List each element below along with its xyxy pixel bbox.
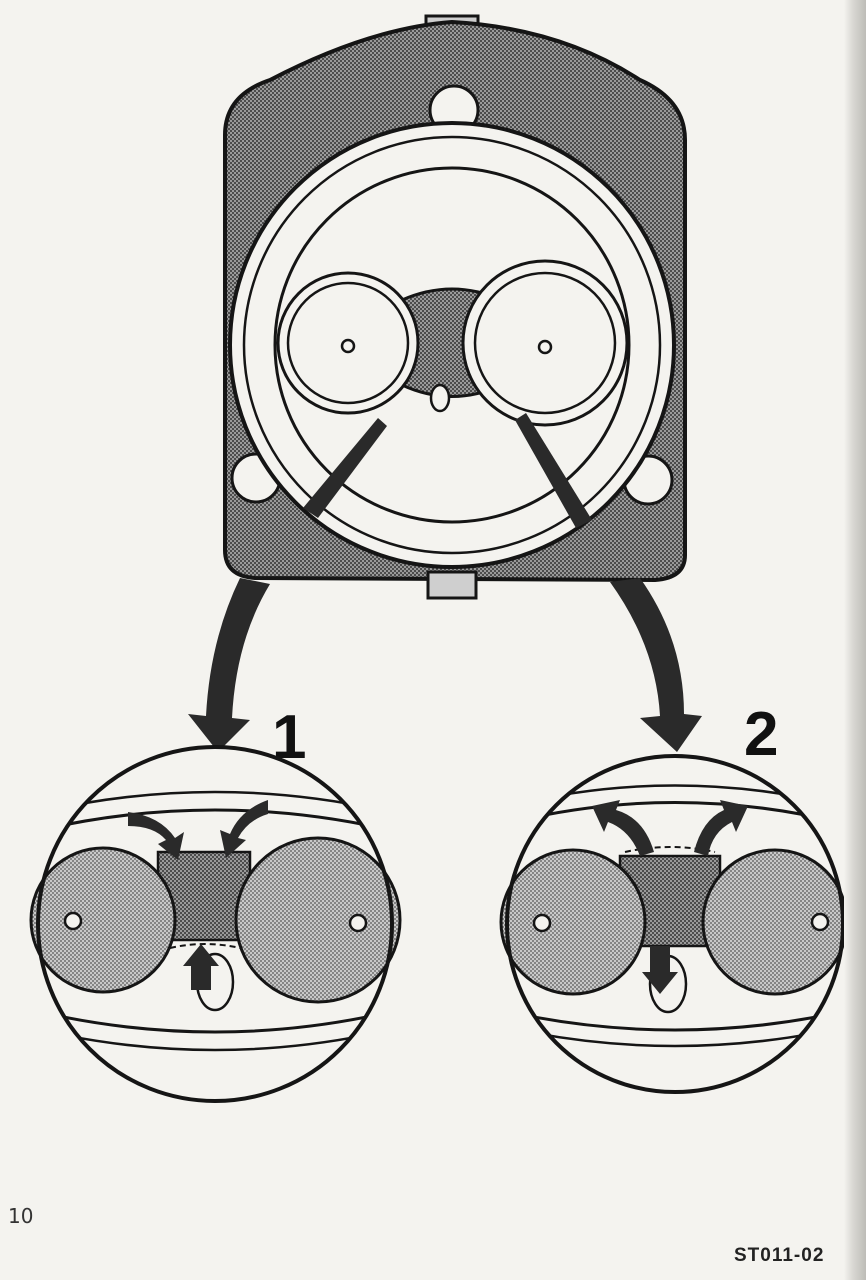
- inflow-arrow-up: [183, 944, 219, 990]
- detail-2-frame: [505, 754, 845, 1094]
- right-rotor-pin: [537, 339, 553, 355]
- pump-housing: [223, 14, 687, 600]
- inflow-arrow-left: [128, 812, 184, 860]
- inflow-arrow-right: [220, 800, 268, 858]
- left-rotor-detail-2: [499, 848, 647, 996]
- transition-arrows: 1 2: [188, 578, 778, 772]
- right-transition-arrow: [610, 578, 702, 752]
- left-pointer: [303, 418, 387, 518]
- page-edge-shadow: [844, 0, 866, 1280]
- inner-ring: [242, 135, 662, 555]
- left-rotor-detail-1: [29, 846, 177, 994]
- detail-view-2: [499, 754, 849, 1094]
- left-transition-arrow: [188, 578, 270, 752]
- bottom-tab: [426, 570, 478, 600]
- left-rotor-pin: [340, 338, 356, 354]
- right-pointer: [515, 413, 592, 528]
- detail-view-1: [29, 745, 402, 1103]
- outflow-arrow-right: [694, 800, 748, 856]
- outflow-arrow-down: [642, 946, 678, 994]
- right-rotor-detail-1: [234, 836, 402, 1004]
- detail-1-frame: [36, 745, 394, 1103]
- figure-code: ST011-02: [734, 1245, 825, 1266]
- page-number: 10: [8, 1204, 34, 1228]
- step-label-2: 2: [744, 700, 778, 769]
- outflow-arrow-left: [592, 800, 654, 856]
- center-port: [429, 383, 451, 413]
